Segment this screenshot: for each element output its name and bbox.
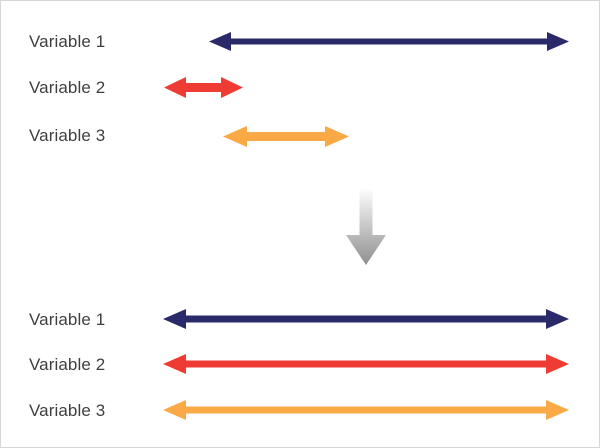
before-row-1-label: Variable 2 <box>29 78 106 97</box>
before-row-2-label: Variable 3 <box>29 126 106 145</box>
after-row-2-arrow <box>163 400 569 420</box>
before-row-0-arrow <box>209 31 569 51</box>
after-row-0-arrow <box>163 309 569 329</box>
before-row-2-arrow <box>223 125 349 147</box>
before-row-0-label: Variable 1 <box>29 32 106 51</box>
after-row-1-label: Variable 2 <box>29 355 106 374</box>
after-row-2-label: Variable 3 <box>29 401 106 420</box>
after-row-1-arrow <box>163 354 569 374</box>
down-arrow-icon <box>346 189 386 265</box>
after-row-0-label: Variable 1 <box>29 310 106 329</box>
before-row-1-arrow <box>164 76 243 98</box>
